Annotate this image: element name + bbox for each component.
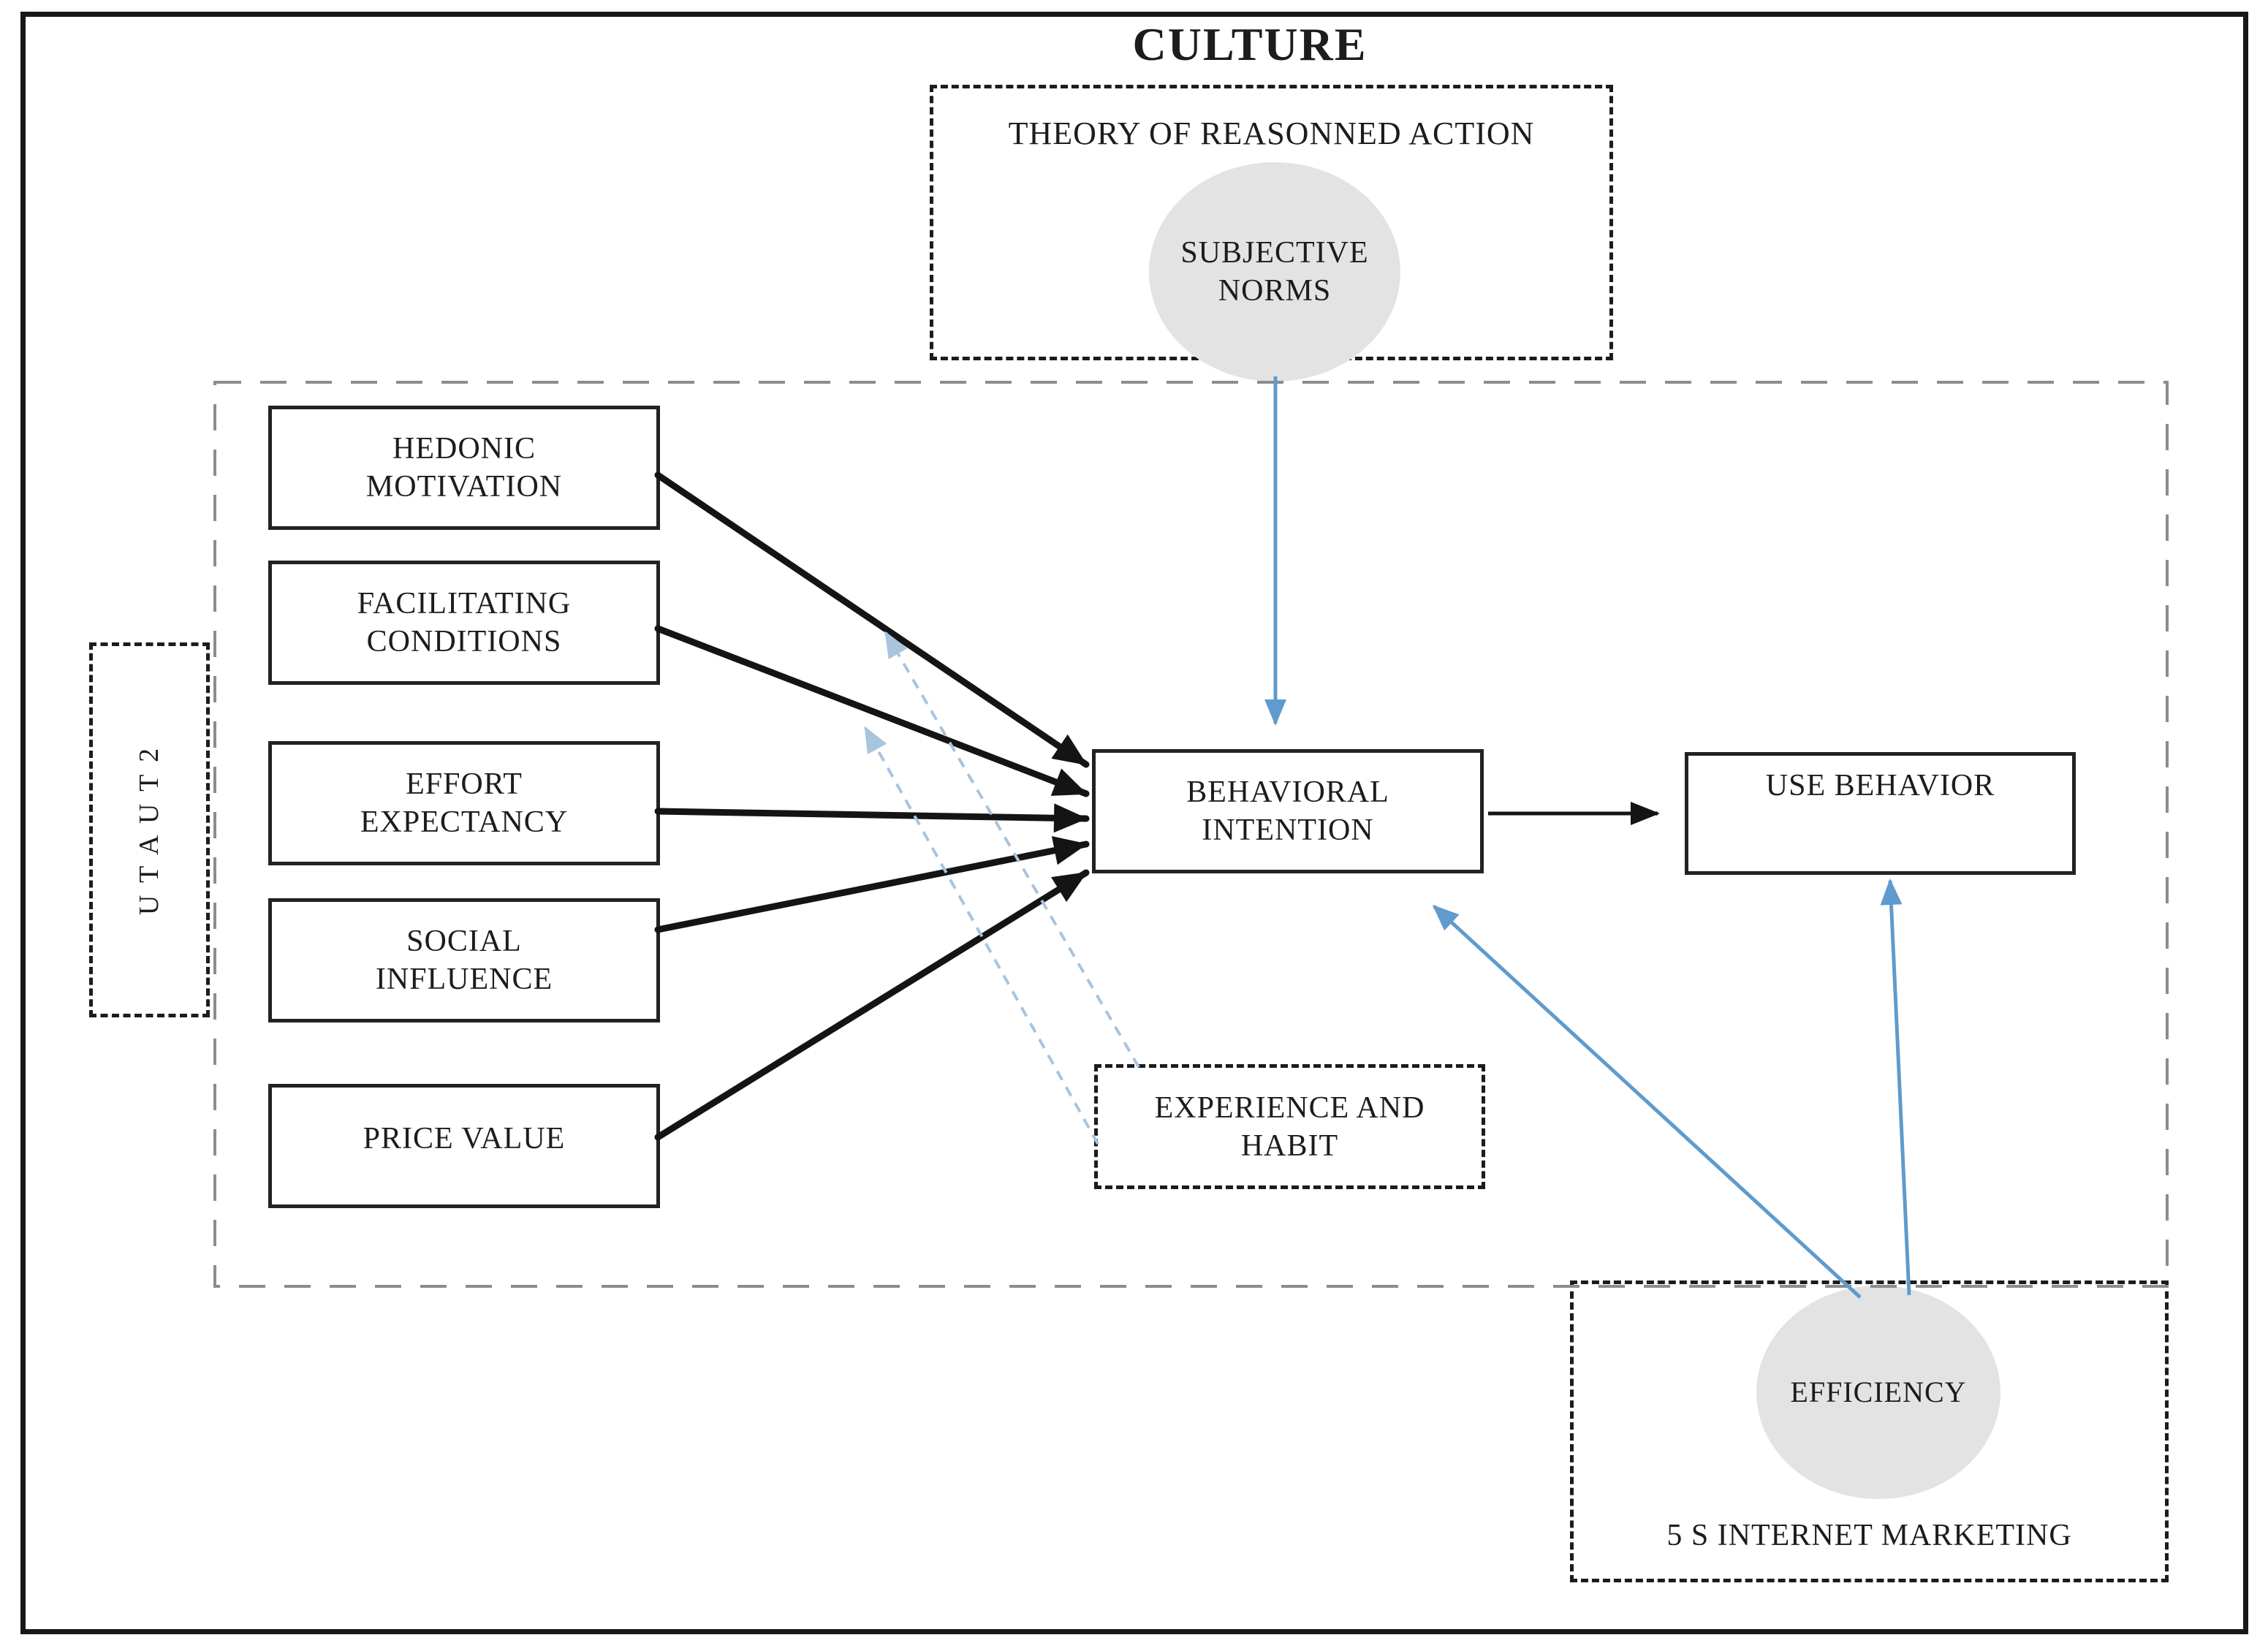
factor-label: PRICE VALUE	[363, 1122, 566, 1156]
factor-label: EXPECTANCY	[360, 805, 569, 839]
internet-marketing-box: EFFICIENCY 5 S INTERNET MARKETING	[1570, 1280, 2169, 1582]
factor-label: EFFORT	[406, 767, 523, 801]
factor-label: CONDITIONS	[366, 625, 562, 659]
subjective-norms-node: SUBJECTIVE NORMS	[1149, 162, 1400, 382]
behavioral-intention-label-line1: BEHAVIORAL	[1186, 775, 1389, 809]
factor-label: FACILITATING	[357, 587, 572, 621]
behavioral-intention-box: BEHAVIORAL INTENTION	[1092, 749, 1484, 873]
factor-label: INFLUENCE	[375, 963, 553, 996]
efficiency-label: EFFICIENCY	[1790, 1376, 1967, 1408]
factor-label: HEDONIC	[392, 432, 536, 466]
factor-box-effort-expectancy: EFFORT EXPECTANCY	[268, 741, 660, 865]
tra-heading: THEORY OF REASONNED ACTION	[1008, 115, 1535, 151]
subjective-norms-label-line2: NORMS	[1218, 274, 1332, 308]
culture-title: CULTURE	[1132, 18, 1368, 70]
factor-box-social-influence: SOCIAL INFLUENCE	[268, 898, 660, 1022]
behavioral-intention-label-line2: INTENTION	[1202, 813, 1374, 847]
factor-label: MOTIVATION	[365, 470, 563, 504]
internet-marketing-label: 5 S INTERNET MARKETING	[1666, 1519, 2072, 1552]
subjective-norms-label-line1: SUBJECTIVE	[1180, 236, 1369, 270]
experience-habit-label-line1: EXPERIENCE AND	[1154, 1090, 1425, 1125]
utaut2-label: U T A U T 2	[134, 745, 165, 915]
experience-habit-box: EXPERIENCE AND HABIT	[1094, 1064, 1485, 1189]
factor-box-price-value: PRICE VALUE	[268, 1084, 660, 1208]
factor-label: SOCIAL	[406, 925, 522, 958]
use-behavior-box: USE BEHAVIOR	[1685, 752, 2076, 875]
utaut2-label-box: U T A U T 2	[89, 642, 210, 1017]
efficiency-node: EFFICIENCY	[1756, 1286, 2000, 1499]
experience-habit-label-line2: HABIT	[1240, 1128, 1339, 1163]
factor-box-hedonic-motivation: HEDONIC MOTIVATION	[268, 406, 660, 530]
use-behavior-label: USE BEHAVIOR	[1765, 769, 1995, 802]
factor-box-facilitating-conditions: FACILITATING CONDITIONS	[268, 561, 660, 685]
outer-frame	[20, 12, 2248, 1634]
